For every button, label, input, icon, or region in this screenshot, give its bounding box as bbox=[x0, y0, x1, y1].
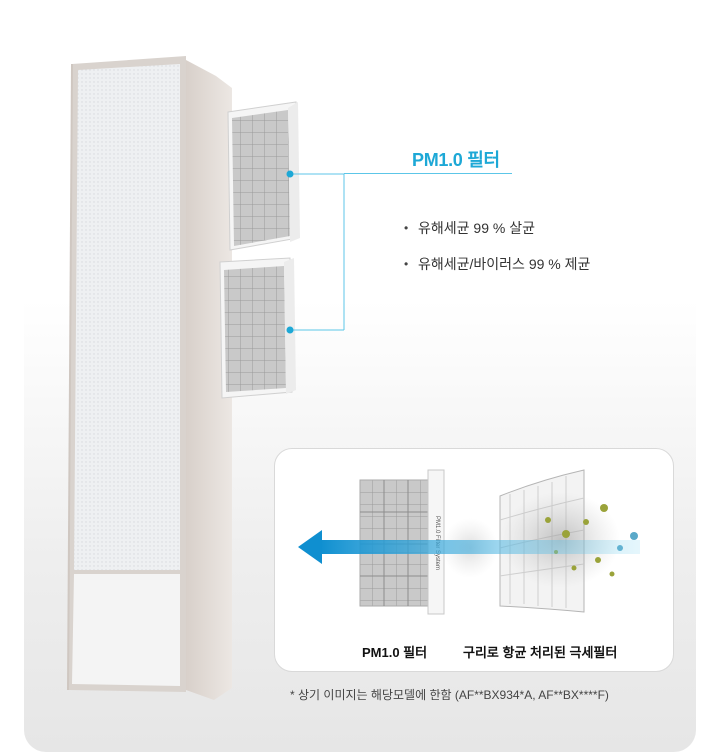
lower-filter-illustration bbox=[219, 257, 296, 399]
callout-dot-upper bbox=[286, 170, 294, 178]
copper-filter-label: 구리로 항균 처리된 극세필터 bbox=[463, 645, 618, 660]
upper-filter-illustration bbox=[227, 101, 300, 251]
callout-connector bbox=[290, 173, 345, 331]
purifier-base-panel bbox=[72, 574, 180, 686]
purifier-side-panel bbox=[186, 60, 232, 700]
feature-item: •유해세균/바이러스 99 % 제균 bbox=[404, 256, 591, 272]
feature-item: •유해세균 99 % 살균 bbox=[404, 220, 535, 236]
callout-dot-lower bbox=[286, 326, 294, 334]
purifier-mesh-panel bbox=[74, 64, 180, 570]
arrow-left-icon bbox=[298, 530, 640, 564]
callout-underline bbox=[344, 173, 512, 174]
filter-feature-list: •유해세균 99 % 살균 •유해세균/바이러스 99 % 제균 bbox=[404, 218, 590, 290]
pm-filter-title: PM1.0 필터 bbox=[412, 150, 500, 170]
pm-filter-label: PM1.0 필터 bbox=[362, 645, 428, 660]
model-footnote: * 상기 이미지는 해당모델에 한함 (AF**BX934*A, AF**BX*… bbox=[290, 688, 609, 702]
